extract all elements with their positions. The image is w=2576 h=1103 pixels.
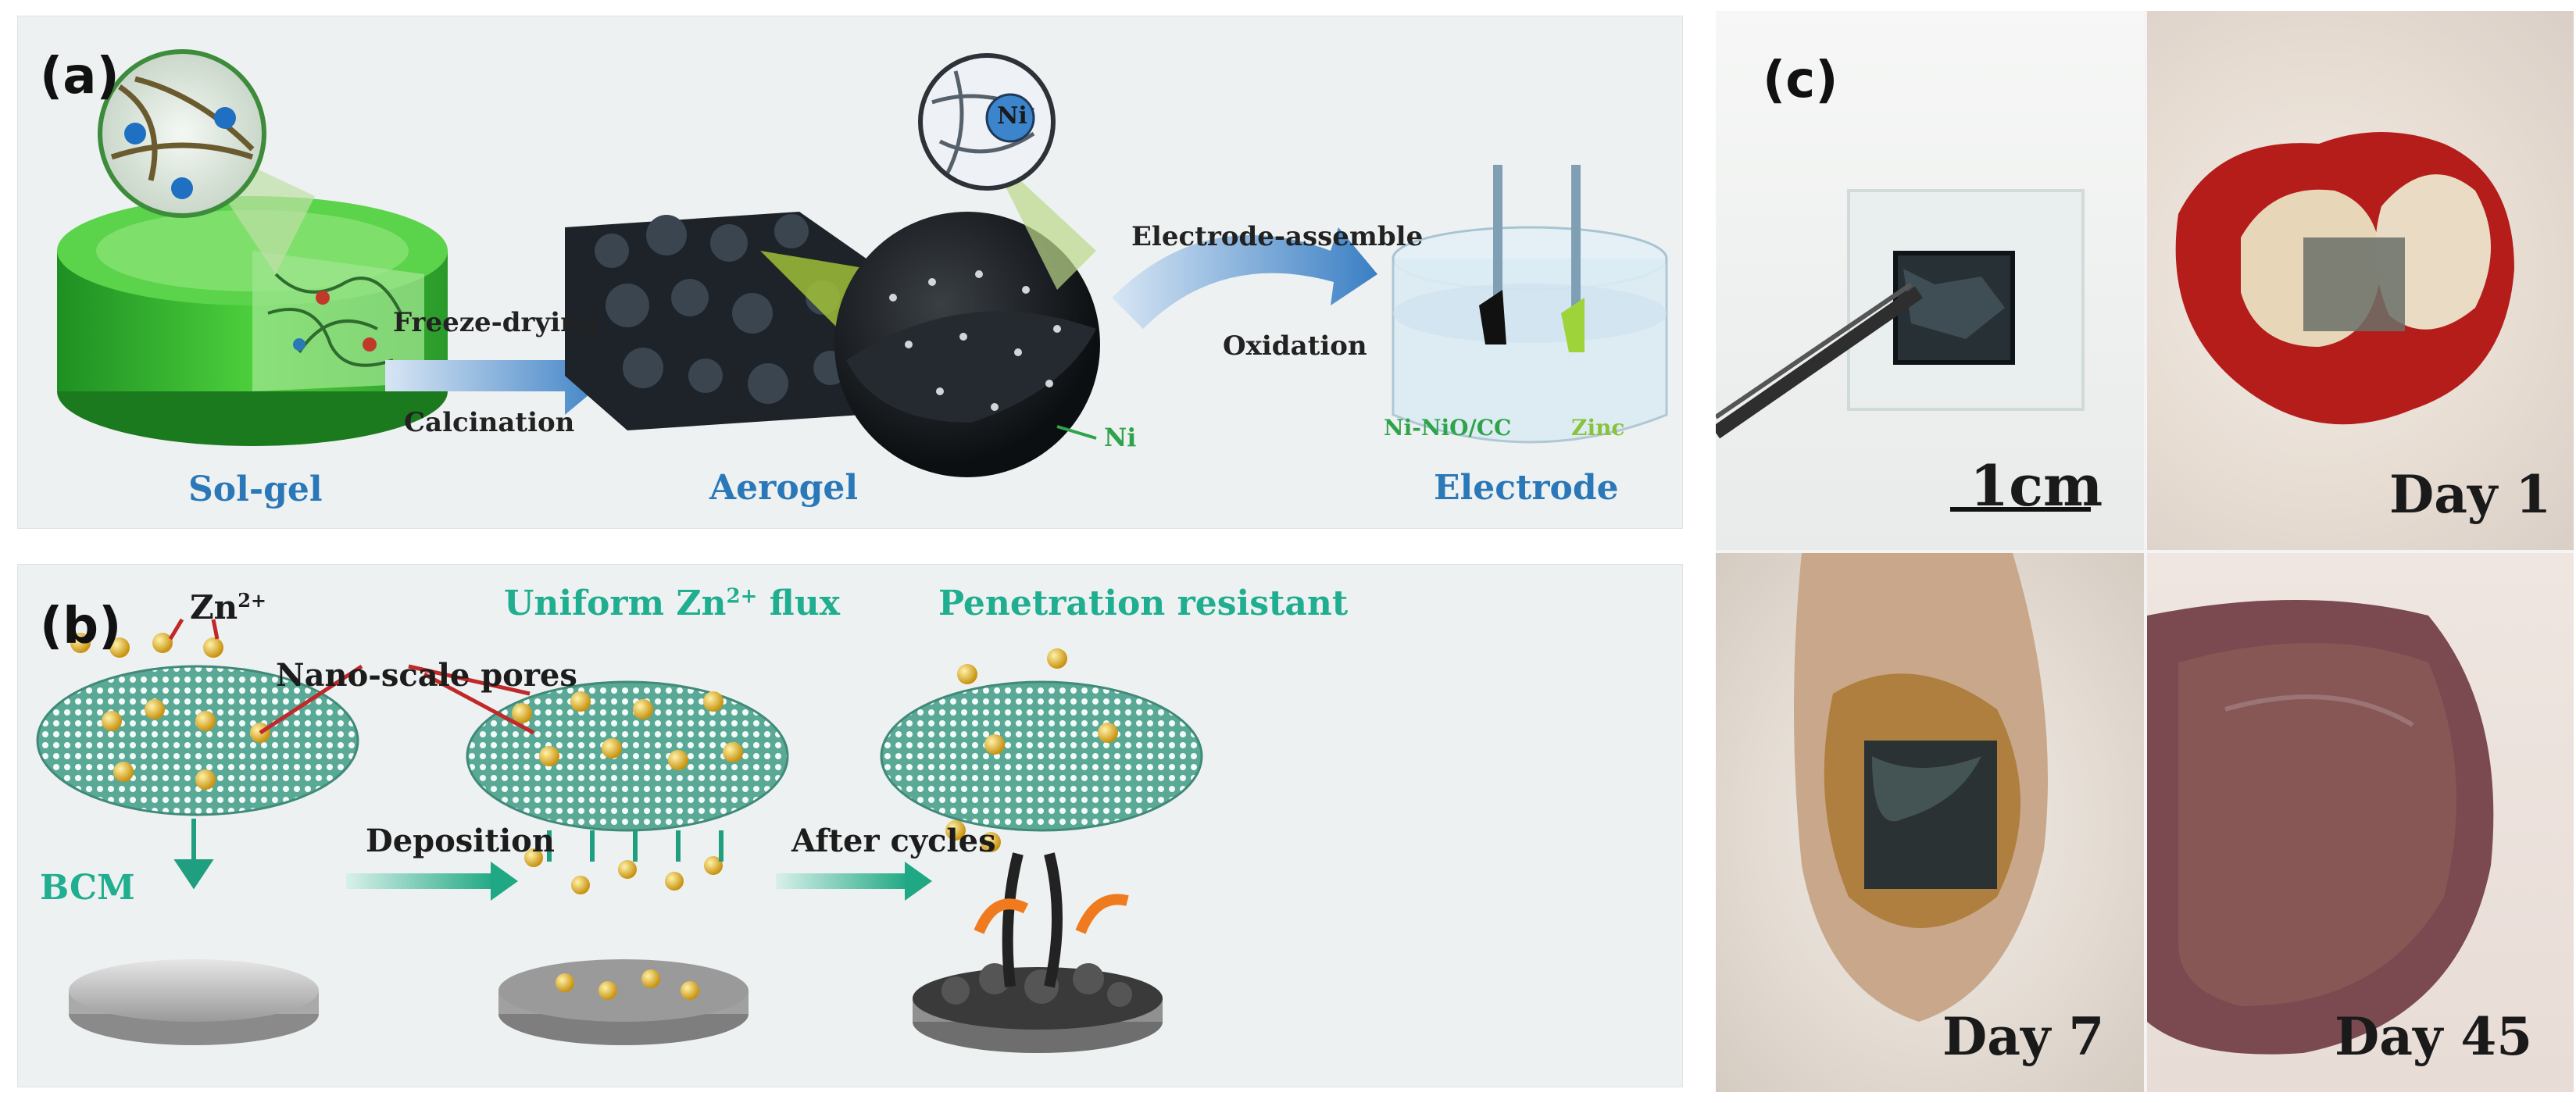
photo-day-7: Day 7: [1716, 553, 2144, 1092]
battery-sample-drawing: [1716, 189, 2091, 512]
deposition-arrow: [346, 862, 518, 901]
zn-ion-spheres: [70, 633, 1118, 894]
ni-pointer-arrow: [1056, 425, 1097, 440]
uniform-flux-label: Uniform Zn2+ flux: [504, 584, 840, 623]
scale-bar-label: 1cm: [1970, 452, 2103, 519]
electrode-caption: Electrode: [1434, 468, 1619, 508]
zn-ion-charge: 2+: [238, 589, 267, 612]
red-pointer-arrows: [168, 618, 535, 735]
panel-c: (c) 1cm Day 1 Day 7 Day 45: [1716, 11, 2574, 1092]
photo-day-1: Day 1: [2147, 11, 2574, 550]
day-7-wound-drawing: [1794, 553, 2048, 1022]
ni-bubble-label: Ni: [997, 102, 1027, 130]
nano-pores-label: Nano-scale pores: [276, 657, 577, 694]
aerogel-block: [565, 212, 901, 430]
aerogel-caption: Aerogel: [709, 468, 859, 508]
bare-disc: [69, 959, 319, 1045]
ni-pointer-label: Ni: [1104, 423, 1137, 452]
day-7-label: Day 7: [1942, 1006, 2105, 1067]
membrane-deposition: [466, 680, 789, 832]
freeze-drying-arrow: [385, 337, 612, 415]
deposited-disc: [498, 959, 749, 1045]
dendrite-disc: [913, 852, 1163, 1053]
photo-battery-sample: (c) 1cm: [1716, 11, 2144, 550]
zinc-label: Zinc: [1571, 415, 1625, 441]
sol-gel-zoom-bubble: [98, 49, 315, 274]
deposition-label: Deposition: [366, 823, 555, 859]
electrode-beaker: [1392, 165, 1668, 444]
flux-arrows: [173, 819, 723, 890]
panel-a-drawing: [57, 49, 1668, 477]
electrode-assemble-label: Electrode-assemble: [1131, 221, 1424, 252]
panel-b-letter: (b): [40, 598, 122, 655]
uniform-flux-charge: 2+: [726, 584, 758, 609]
day-1-wound-drawing: [2175, 132, 2514, 425]
zn-ion-text: Zn: [190, 588, 238, 626]
calcination-label: Calcination: [404, 407, 575, 438]
panel-a-letter: (a): [40, 48, 120, 105]
photo-day-45: Day 45: [2147, 553, 2574, 1092]
uniform-flux-suffix: flux: [757, 584, 840, 623]
sol-gel-caption: Sol-gel: [188, 469, 323, 509]
freeze-drying-label: Freeze-drying: [393, 307, 598, 338]
panel-b-drawing: [36, 618, 1203, 1053]
oxidation-label: Oxidation: [1223, 330, 1367, 362]
panel-c-letter: (c): [1763, 52, 1838, 109]
ni-nio-cc-label: Ni-NiO/CC: [1384, 415, 1512, 441]
ni-zoom-bubble: [918, 53, 1056, 191]
membrane-after-cycles: [880, 680, 1203, 832]
zn-ion-label: Zn2+: [190, 588, 266, 626]
panel-a: (a) Sol-gel Freeze-drying Calcination Ae…: [17, 16, 1683, 529]
uniform-flux-text: Uniform Zn: [504, 584, 727, 623]
electrode-assemble-arrow: [1112, 227, 1377, 329]
panel-b: (b) Zn2+ Nano-scale pores Uniform Zn2+ f…: [17, 564, 1683, 1087]
after-cycles-arrow: [776, 862, 932, 901]
day-45-tissue-drawing: [2147, 600, 2494, 1055]
after-cycles-label: After cycles: [791, 823, 996, 859]
day-1-label: Day 1: [2389, 464, 2552, 525]
day-45-label: Day 45: [2335, 1006, 2533, 1067]
sol-gel-cylinder: [57, 196, 448, 446]
penetration-label: Penetration resistant: [938, 584, 1349, 623]
bcm-label: BCM: [40, 868, 135, 908]
